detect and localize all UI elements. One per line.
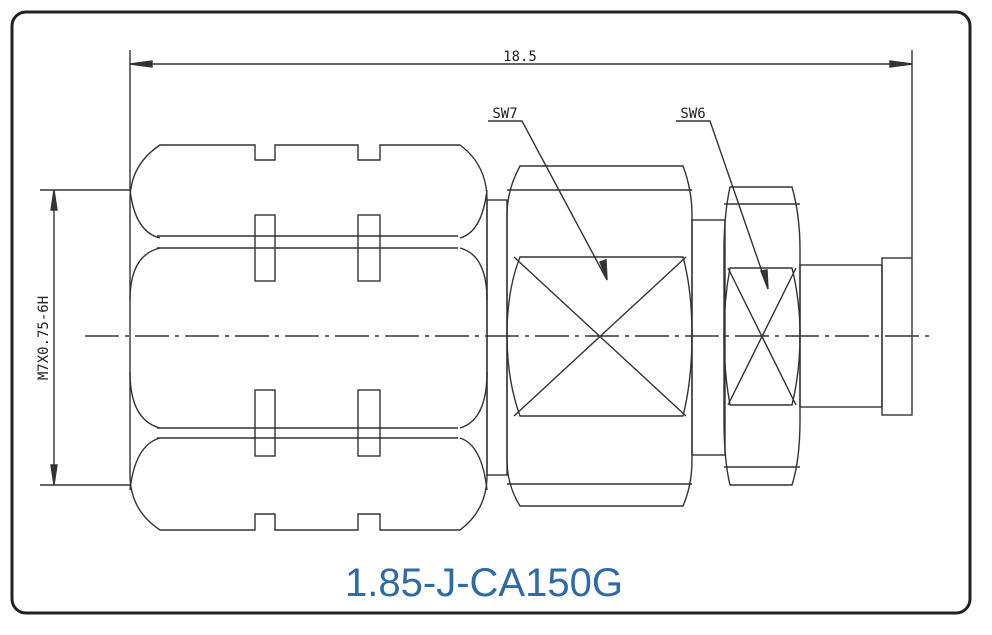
part-number-caption: 1.85-J-CA150G	[345, 561, 623, 605]
overall-length-dimension: 18.5	[503, 49, 537, 65]
thread-spec-label: M7X0.75-6H	[36, 296, 52, 380]
wrench-flat-sw7-label: SW7	[492, 106, 517, 122]
connector-outline	[40, 50, 930, 531]
wrench-flat-sw6-label: SW6	[680, 106, 705, 122]
drawing-frame	[10, 10, 972, 615]
